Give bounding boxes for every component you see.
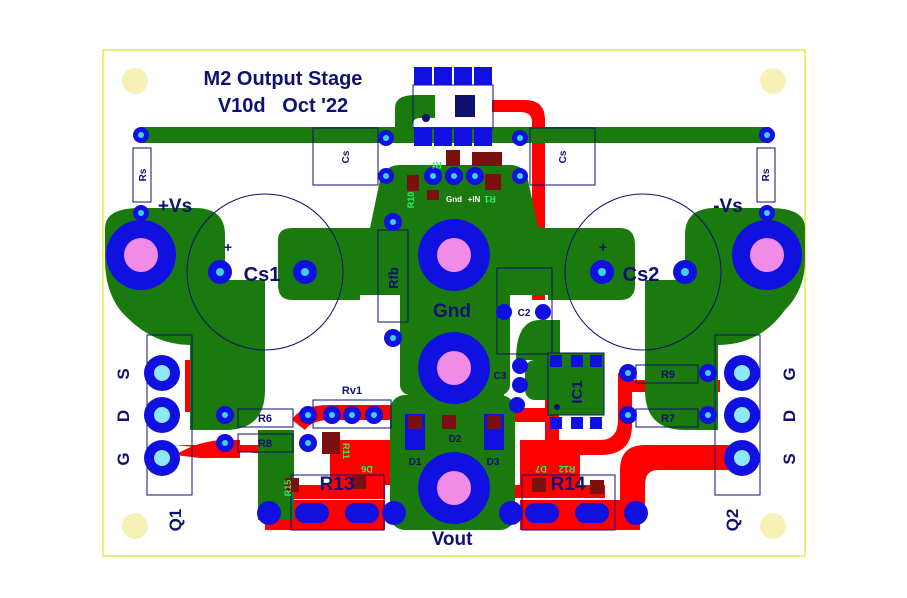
header-connector [414, 67, 492, 146]
label-r14: R14 [551, 474, 586, 495]
label-d6: D6 [361, 464, 373, 474]
label-cs2: Cs2 [623, 264, 660, 286]
label-rf: Rf [431, 160, 441, 170]
label-c2: C2 [518, 308, 531, 319]
label-rs-left: Rs [138, 168, 149, 181]
label-d7: D7 [535, 464, 547, 474]
label-r8: R8 [258, 438, 272, 450]
label-gnd-small: Gnd [446, 195, 462, 204]
title-line2: V10d Oct '22 [218, 95, 348, 117]
label-ic1: IC1 [569, 380, 586, 403]
q1-pin-d: D [114, 410, 133, 422]
smd-parts [285, 150, 604, 494]
label-r15: R15 [283, 480, 293, 497]
label-r7: R7 [661, 413, 675, 425]
label-rs-right: Rs [761, 168, 772, 181]
mounting-holes [122, 68, 786, 539]
label-rfb: Rfb [386, 267, 401, 289]
mosfet-pads [144, 355, 760, 476]
label-r12: R12 [559, 464, 576, 474]
plus-cs2: + [599, 239, 607, 255]
label-cs-right: Cs [558, 150, 569, 163]
ic1-chip [547, 352, 605, 429]
label-d3: D3 [487, 457, 500, 468]
label-r11: R11 [341, 443, 351, 459]
plus-cs1: + [224, 239, 232, 255]
label-r13: R13 [320, 474, 355, 495]
label-cs1: Cs1 [244, 264, 281, 286]
label-d2: D2 [449, 434, 462, 445]
label-r10: R10 [406, 192, 416, 209]
power-pads [106, 219, 802, 524]
label-r6: R6 [258, 413, 272, 425]
q2-pin-g: G [780, 367, 799, 380]
small-pad-holes [138, 132, 770, 446]
q1-pin-g: G [114, 452, 133, 465]
label-r1: R1 [484, 194, 496, 204]
label-neg-supply: -Vs [713, 196, 743, 217]
green-silk-labels: D6 D7 R11 R12 R15 R10 R1 Rf [283, 160, 575, 496]
label-q1: Q1 [166, 509, 185, 532]
q2-pin-d: D [780, 410, 799, 422]
label-q2: Q2 [723, 509, 742, 532]
q1-pin-s: S [114, 368, 133, 379]
title-line1: M2 Output Stage [204, 68, 363, 90]
label-vout: Vout [432, 529, 473, 550]
q2-pin-s: S [780, 453, 799, 464]
label-pos-supply: +Vs [158, 196, 192, 217]
label-d1: D1 [409, 457, 422, 468]
label-r9: R9 [661, 369, 675, 381]
label-plus-in: +IN [468, 195, 481, 204]
label-gnd: Gnd [433, 301, 471, 322]
label-rv1: Rv1 [342, 385, 362, 397]
label-cs-left: Cs [341, 150, 352, 163]
label-c3: C3 [494, 371, 507, 382]
